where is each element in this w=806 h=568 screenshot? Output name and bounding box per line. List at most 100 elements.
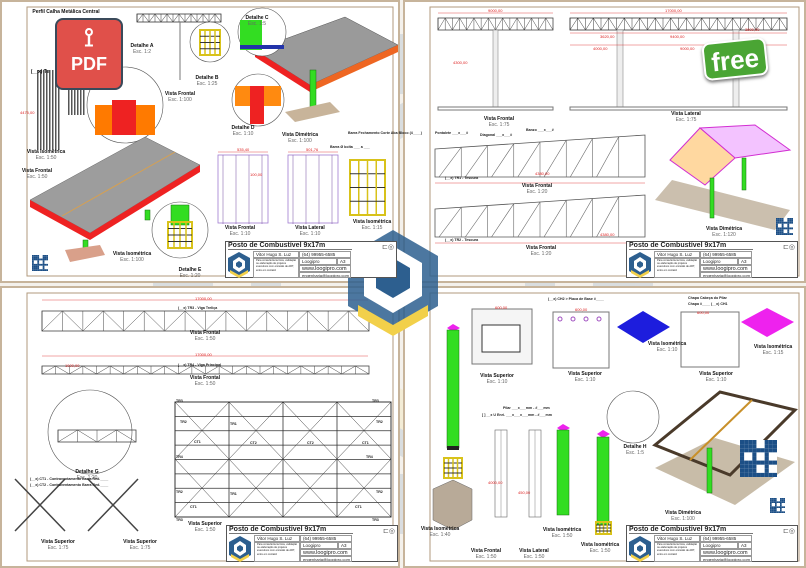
qr-module xyxy=(775,509,777,512)
truss-diagonal xyxy=(137,365,152,375)
truss-diagonal xyxy=(545,17,554,31)
company-logo xyxy=(628,251,652,278)
annotation: TR2 xyxy=(176,490,183,494)
bracing xyxy=(174,401,230,460)
annotation: (__x) CT1 - Contraventamento Barra Red._… xyxy=(30,477,109,481)
truss-diagonal xyxy=(136,13,144,23)
truss-diagonal xyxy=(647,17,656,31)
cap-plate-iso xyxy=(741,308,794,337)
qr-module xyxy=(768,440,773,445)
qr-module xyxy=(787,227,790,230)
truss-diagonal xyxy=(709,17,718,31)
truss-diagonal xyxy=(62,310,84,332)
qr-module xyxy=(778,506,780,508)
qr-module xyxy=(773,506,775,508)
truss-diagonal xyxy=(355,365,370,375)
drawing-title: Posto de Combustível 9x17m xyxy=(228,242,352,250)
truss-diagonal xyxy=(109,365,124,375)
qr-module xyxy=(781,218,784,220)
projection-symbol-icon: ⊏◎ xyxy=(383,528,395,535)
qr-module xyxy=(33,267,36,270)
qr-module xyxy=(776,218,778,220)
footing xyxy=(65,245,105,262)
qr-module xyxy=(779,219,782,222)
qr-module xyxy=(771,499,774,502)
view-label: (__x) Te xyxy=(31,69,50,76)
bracing xyxy=(282,401,338,460)
qr-module xyxy=(789,218,792,220)
profile-bar xyxy=(68,70,70,115)
truss-diagonal xyxy=(755,17,764,31)
qr-module xyxy=(770,509,772,512)
dimension-text: 4380,00 xyxy=(535,171,550,176)
view-title: Vista Frontal xyxy=(21,168,53,174)
qr-module xyxy=(37,258,40,261)
truss-diagonal xyxy=(732,17,741,31)
profile-bar xyxy=(52,70,54,150)
pdf-icon: ⟟ xyxy=(84,22,94,52)
qr-module xyxy=(776,221,778,224)
view-scale: Esc. 1:100 xyxy=(288,137,312,144)
annotation: CT2 xyxy=(250,441,257,445)
titleblock-company: Loogipro xyxy=(299,258,337,265)
truss-diagonal xyxy=(77,429,98,443)
qr-module xyxy=(791,233,793,235)
qr-module xyxy=(772,460,777,465)
titleblock-website: www.loogipro.com xyxy=(299,265,351,272)
truss-diagonal xyxy=(517,141,541,178)
view-scale: Esc. 1:15 xyxy=(361,224,383,231)
qr-module xyxy=(771,501,774,503)
annotation: [ ] __x U Enri. ___x___x___mm - #___mm xyxy=(482,413,552,417)
view-scale: Esc. 1:75 xyxy=(47,544,69,551)
annotation: Diagonal ___x___# xyxy=(480,133,513,137)
qr-module xyxy=(768,460,773,465)
qr-module xyxy=(32,255,34,257)
view-title: Vista Superior xyxy=(568,371,602,377)
projection-symbol-icon: ⊏◎ xyxy=(382,244,394,251)
qr-module xyxy=(773,508,775,510)
view-scale: Esc. 1:10 xyxy=(486,378,508,385)
view-title: Vista Isométrica xyxy=(26,149,66,155)
qr-module xyxy=(748,464,753,469)
truss-diagonal xyxy=(103,310,124,332)
truss-diagonal xyxy=(287,365,302,375)
view-scale: Esc. 1:100 xyxy=(168,96,192,103)
qr-module xyxy=(781,225,784,228)
qr-module xyxy=(775,498,777,500)
qr-module xyxy=(740,440,745,445)
truss-diagonal xyxy=(144,310,165,332)
qr-module xyxy=(744,464,749,469)
qr-module xyxy=(787,233,790,235)
titleblock-phone: (64) 99955-6585 xyxy=(299,251,351,258)
qr-module xyxy=(779,233,782,235)
truss-diagonal xyxy=(779,17,788,31)
annotation: CT1 xyxy=(362,441,369,445)
qr-module xyxy=(791,218,793,220)
qr-module xyxy=(46,263,48,266)
pdf-badge-label: PDF xyxy=(71,54,107,74)
qr-module xyxy=(778,511,780,513)
truss-diagonal xyxy=(348,310,370,332)
titleblock-note: Para consultoria técnica, validação ou e… xyxy=(654,258,700,278)
truss-diagonal xyxy=(184,310,206,332)
column-cap xyxy=(597,430,610,438)
sheet-border xyxy=(429,6,800,277)
sheet-border xyxy=(429,292,800,562)
qr-module xyxy=(752,452,757,457)
truss-diagonal xyxy=(96,365,111,375)
truss-diagonal xyxy=(631,17,640,31)
truss-diagonal xyxy=(502,17,511,31)
view-title: Vista Superior xyxy=(123,539,157,545)
view-scale: Esc. 1:50 xyxy=(551,532,573,539)
